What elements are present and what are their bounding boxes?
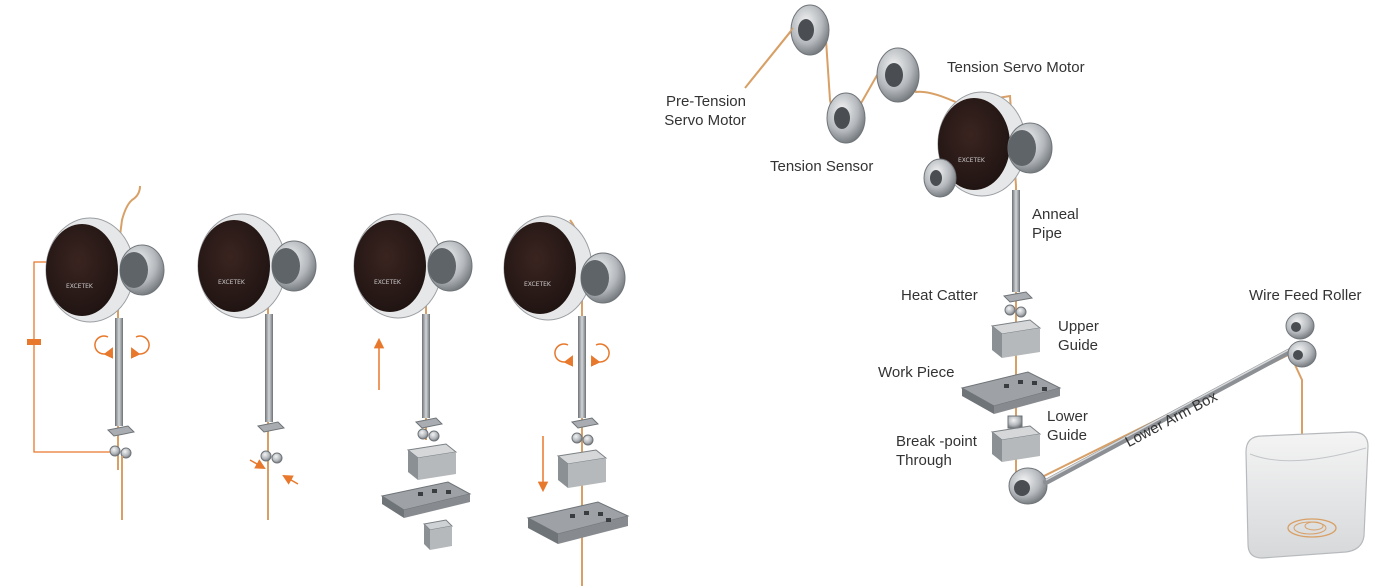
heat-catter: [106, 425, 136, 459]
step-4-assembly: EXCETEK: [503, 215, 630, 586]
tension-servo-motor: EXCETEK: [45, 217, 135, 323]
idler-pulley: [876, 47, 920, 103]
heat-catter: [414, 417, 444, 442]
label-upper-guide: Upper Guide: [1058, 317, 1099, 355]
step-2-assembly: EXCETEK: [197, 213, 317, 520]
label-lower-guide-line1: Lower: [1047, 408, 1088, 425]
heat-catter: [256, 421, 286, 464]
work-piece: [526, 501, 630, 544]
rotate-right-arrow-icon: [591, 343, 610, 367]
label-upper-guide-line2: Guide: [1058, 337, 1099, 354]
tension-sensor-pulley: [826, 92, 866, 144]
driven-roller: [580, 252, 626, 304]
label-break-point-through: Break -point Through: [896, 432, 977, 470]
pinch-roller: [923, 158, 957, 198]
motor-brand-text: EXCETEK: [374, 279, 402, 286]
heat-catter: [1002, 291, 1034, 318]
anneal-pipe: [115, 318, 123, 426]
motor-brand-text: EXCETEK: [524, 281, 552, 288]
label-pre-tension-servo-motor: Pre-Tension Servo Motor: [640, 92, 746, 130]
tension-servo-motor: EXCETEK: [353, 213, 443, 319]
motor-brand-text: EXCETEK: [218, 279, 246, 286]
step-3-assembly: EXCETEK: [353, 213, 473, 550]
label-anneal-line2: Pipe: [1032, 225, 1063, 242]
upper-guide: [406, 443, 458, 480]
rotate-left-arrow-icon: [94, 335, 113, 359]
anneal-pipe: [578, 316, 586, 418]
label-break-point-line1: Break -point: [896, 433, 977, 450]
power-source-icon: [27, 339, 41, 345]
label-tension-sensor: Tension Sensor: [770, 158, 874, 175]
work-piece: [960, 371, 1062, 414]
current-circuit: [33, 261, 110, 453]
lower-arm-box: [1043, 347, 1295, 485]
wire-bin: [1245, 431, 1369, 559]
label-anneal-pipe: Anneal Pipe: [1032, 205, 1079, 243]
cut-arrow-left-icon: [249, 459, 266, 470]
label-work-piece: Work Piece: [878, 364, 955, 381]
work-piece: [380, 481, 472, 518]
tension-servo-motor: EXCETEK: [937, 91, 1027, 197]
lower-pulley: [1008, 467, 1048, 505]
driven-roller: [427, 240, 473, 292]
label-pre-tension-line1: Pre-Tension: [665, 93, 746, 110]
tension-servo-motor: EXCETEK: [503, 215, 593, 321]
lower-arm-box-highlight: [1045, 347, 1293, 481]
label-lower-guide: Lower Guide: [1047, 407, 1088, 445]
anneal-pipe: [1012, 190, 1020, 292]
main-assembly: EXCETEK: [744, 4, 1369, 559]
rotate-left-arrow-icon: [554, 343, 573, 367]
anneal-pipe: [265, 314, 273, 422]
motor-roller: [1007, 122, 1053, 174]
anneal-pipe: [422, 314, 430, 418]
tension-servo-motor: EXCETEK: [197, 213, 287, 319]
label-anneal-line1: Anneal: [1032, 206, 1079, 223]
label-pre-tension-line2: Servo Motor: [664, 112, 746, 129]
step-1-assembly: EXCETEK: [27, 185, 165, 520]
heat-catter: [570, 417, 600, 446]
label-upper-guide-line1: Upper: [1058, 318, 1099, 335]
wire-feed-roller: [1285, 312, 1317, 368]
upper-guide: [990, 319, 1042, 358]
lower-guide: [422, 519, 454, 550]
label-heat-catter: Heat Catter: [901, 287, 978, 304]
label-break-point-line2: Through: [896, 452, 952, 469]
motor-brand-text: EXCETEK: [66, 283, 94, 290]
label-wire-feed-roller: Wire Feed Roller: [1249, 287, 1362, 304]
label-leader-pre-tension: [747, 27, 794, 85]
cut-arrow-right-icon: [282, 474, 299, 485]
upper-guide: [556, 449, 608, 488]
driven-roller: [119, 244, 165, 296]
motor-brand-text: EXCETEK: [958, 157, 986, 164]
label-tension-servo-motor: Tension Servo Motor: [947, 59, 1085, 76]
rotate-right-arrow-icon: [131, 335, 150, 359]
label-lower-guide-line2: Guide: [1047, 427, 1088, 444]
driven-roller: [271, 240, 317, 292]
wire-coil: [1287, 518, 1337, 538]
lower-guide: [990, 415, 1042, 462]
pre-tension-pulley: [790, 4, 830, 56]
